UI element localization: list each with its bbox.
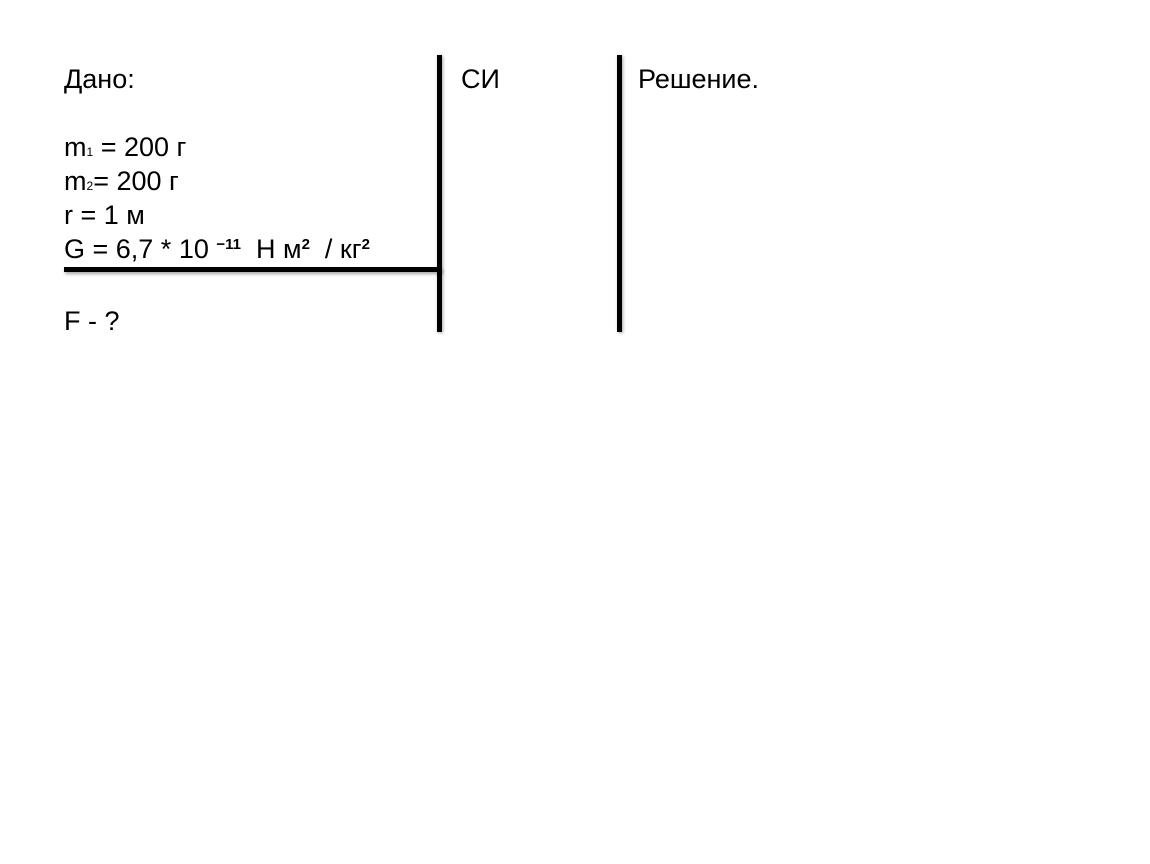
si-heading: СИ	[461, 64, 500, 94]
m1-symbol: m	[64, 132, 87, 162]
given-G: G = 6,7 * 10 −11 Н м2 / кг2	[64, 232, 370, 271]
G-base: G = 6,7 * 10	[64, 234, 217, 264]
divider-si-solution	[617, 55, 622, 332]
m2-value: = 200 г	[93, 166, 179, 196]
m2-index: 2	[86, 179, 94, 193]
given-heading: Дано:	[64, 64, 135, 94]
G-unit-den-exp: 2	[361, 236, 370, 253]
G-exponent: −11	[216, 236, 241, 253]
G-unit-sep: / кг	[309, 234, 362, 264]
m1-index: 1	[86, 145, 94, 159]
G-unit-num-exp: 2	[301, 236, 310, 253]
m2-symbol: m	[64, 166, 87, 196]
m1-value: = 200 г	[93, 132, 187, 162]
divider-given-si	[437, 55, 442, 332]
given-m1: m1 = 200 г	[64, 130, 186, 169]
given-find: F - ?	[64, 306, 120, 336]
given-r: r = 1 м	[64, 200, 145, 230]
G-unit-num: Н м	[240, 234, 302, 264]
solution-heading: Решение.	[638, 64, 760, 94]
given-separator-line	[64, 267, 442, 272]
given-m2: m2= 200 г	[64, 164, 179, 203]
